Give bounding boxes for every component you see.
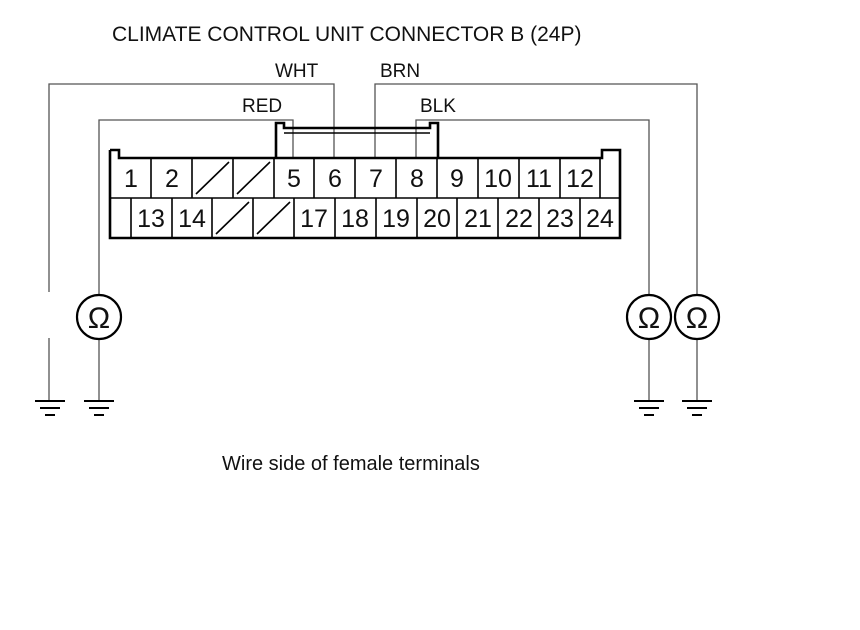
- bottom-row-dividers: [130, 198, 581, 238]
- pin-labels-bottom: 13 14 17 18 19 20 21 22 23 24: [137, 205, 614, 233]
- pin-label: 20: [423, 205, 451, 233]
- pin-label: 21: [464, 205, 492, 233]
- blk-probe-wire: [415, 119, 650, 295]
- brn-probe-wire: [374, 83, 698, 295]
- pin-label: 7: [369, 165, 383, 193]
- pin-label: 22: [505, 205, 533, 233]
- wire-label-blk: BLK: [420, 96, 456, 117]
- pin-label: 9: [450, 165, 464, 193]
- diagram-caption: Wire side of female terminals: [222, 453, 480, 475]
- pin-label: 17: [300, 205, 328, 233]
- connector-body: [108, 121, 622, 240]
- ohmmeter-icon: [625, 293, 673, 341]
- empty-cavity-slashes: [195, 161, 291, 235]
- top-row-dividers: [150, 158, 601, 198]
- ground-icon: [682, 400, 712, 416]
- pin-label: 14: [178, 205, 206, 233]
- ohmmeter-right-2: Ω: [673, 293, 721, 341]
- pin-label: 18: [341, 205, 369, 233]
- pin-label: 24: [586, 205, 614, 233]
- pin-label: 23: [546, 205, 574, 233]
- pin-label: 11: [526, 165, 552, 193]
- pin-label: 19: [382, 205, 410, 233]
- pin-label: 2: [165, 165, 179, 193]
- wht-probe-wire: [48, 83, 335, 292]
- ohmmeter-icon: [673, 293, 721, 341]
- ground-icon: [35, 400, 65, 416]
- pin-label: 12: [566, 165, 594, 193]
- red-probe-wire: [98, 119, 294, 295]
- ground-icon: [84, 400, 114, 416]
- pin-label: 10: [484, 165, 512, 193]
- wire-label-brn: BRN: [380, 61, 420, 82]
- pin-labels-top: 1 2 5 6 7 8 9 10 11 12: [124, 165, 594, 193]
- ohm-symbol: Ω: [686, 302, 708, 335]
- pin-label: 5: [287, 165, 301, 193]
- ohmmeter-left: Ω: [75, 293, 123, 341]
- ohm-symbol: Ω: [638, 302, 660, 335]
- ground-icon: [634, 400, 664, 416]
- pin-label: 1: [124, 165, 138, 193]
- pin-label: 6: [328, 165, 342, 193]
- pin-label: 8: [410, 165, 424, 193]
- wire-label-wht: WHT: [275, 61, 319, 82]
- ohmmeter-icon: [75, 293, 123, 341]
- wire-label-red: RED: [242, 96, 282, 117]
- diagram-title: CLIMATE CONTROL UNIT CONNECTOR B (24P): [112, 23, 581, 46]
- pin-label: 13: [137, 205, 165, 233]
- ohmmeter-right-1: Ω: [625, 293, 673, 341]
- ohm-symbol: Ω: [88, 302, 110, 335]
